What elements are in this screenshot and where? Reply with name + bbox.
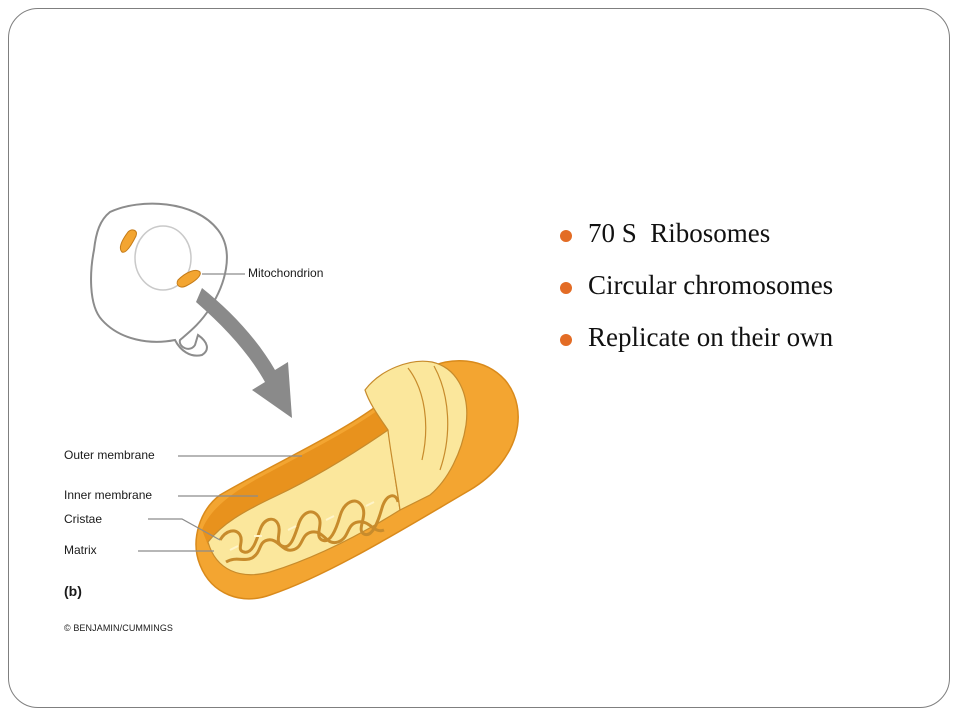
- bullet-text: Circular chromosomes: [588, 270, 834, 300]
- bullet-item: Circular chromosomes: [560, 270, 833, 322]
- copyright-text: © BENJAMIN/CUMMINGS: [64, 623, 174, 633]
- label-outer-membrane: Outer membrane: [64, 448, 155, 462]
- mitochondrion-cutaway: [195, 359, 519, 600]
- bullet-dot-icon: [560, 334, 572, 346]
- label-matrix: Matrix: [64, 543, 97, 557]
- label-panel-b: (b): [64, 583, 82, 599]
- bullet-text: 70 S Ribosomes: [588, 218, 771, 248]
- bullet-text: Replicate on their own: [588, 322, 834, 352]
- bullet-item: Replicate on their own: [560, 322, 833, 374]
- mitochondrion-figure: Mitochondrion Outer membrane Inner membr…: [30, 190, 540, 650]
- label-mitochondrion: Mitochondrion: [248, 266, 324, 280]
- bullet-item: 70 S Ribosomes: [560, 218, 833, 270]
- cell-drawing: [90, 202, 228, 357]
- slide-frame: [8, 8, 950, 708]
- arrow-icon: [196, 288, 292, 418]
- bullet-dot-icon: [560, 230, 572, 242]
- mitochondrion-illustration: [90, 202, 519, 600]
- label-inner-membrane: Inner membrane: [64, 488, 153, 502]
- bullet-dot-icon: [560, 282, 572, 294]
- label-cristae: Cristae: [64, 512, 103, 526]
- bullet-list: 70 S Ribosomes Circular chromosomes Repl…: [560, 218, 833, 374]
